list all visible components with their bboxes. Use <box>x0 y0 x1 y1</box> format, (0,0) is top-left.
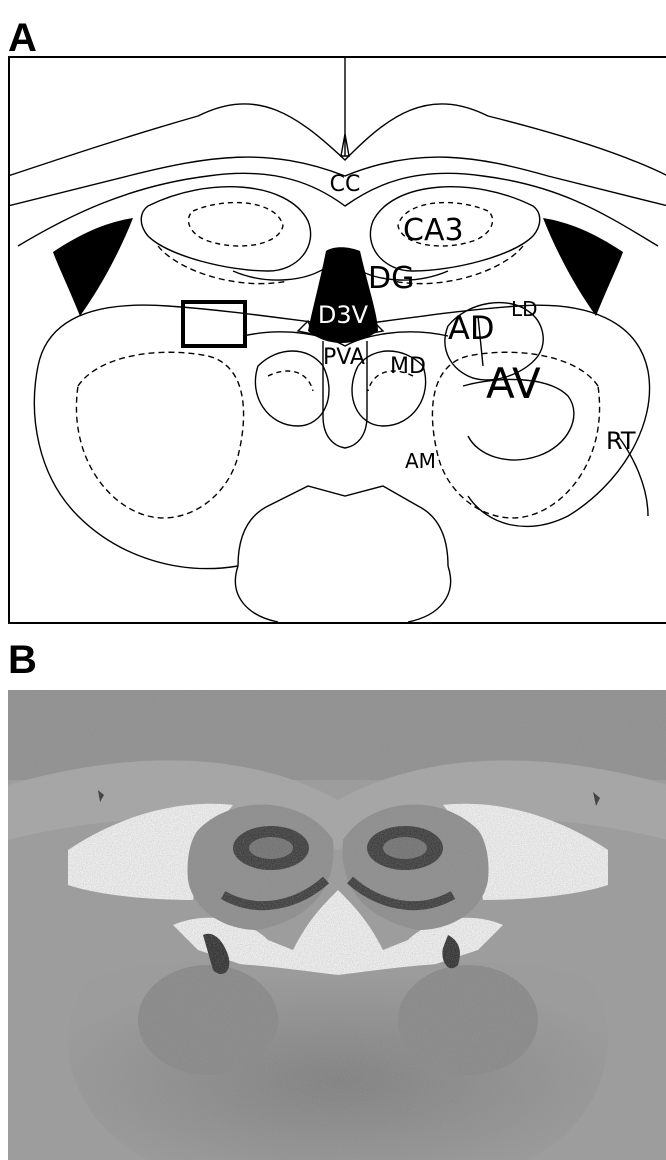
label-rt: RT <box>606 427 636 455</box>
am-region <box>238 486 448 566</box>
ca3-left-dashed <box>188 203 283 246</box>
label-cc: CC <box>330 172 361 197</box>
label-av: AV <box>486 359 541 408</box>
label-ld: LD <box>511 297 538 321</box>
panel-a-letter: A <box>8 18 37 58</box>
rt-left-dashed <box>76 352 243 518</box>
cortex-upper <box>8 104 666 176</box>
label-pva: PVA <box>323 345 365 370</box>
histology-micrograph <box>8 690 666 1160</box>
panel-b-letter: B <box>8 640 37 680</box>
label-am: AM <box>405 449 436 473</box>
label-dg: DG <box>368 261 414 296</box>
lateral-ventricle-right <box>543 218 623 316</box>
label-ad: AD <box>448 309 495 347</box>
brain-schematic-diagram: CC LV CA3 DG D3V LD AD PVA MD AV RT AM <box>8 56 666 624</box>
hippocampus-left <box>141 187 310 271</box>
label-ca3: CA3 <box>403 213 464 248</box>
label-d3v: D3V <box>318 301 369 329</box>
lateral-ventricle-left <box>53 218 133 316</box>
label-lv: LV <box>74 215 92 234</box>
md-left <box>255 351 329 426</box>
label-md: MD <box>390 354 426 379</box>
